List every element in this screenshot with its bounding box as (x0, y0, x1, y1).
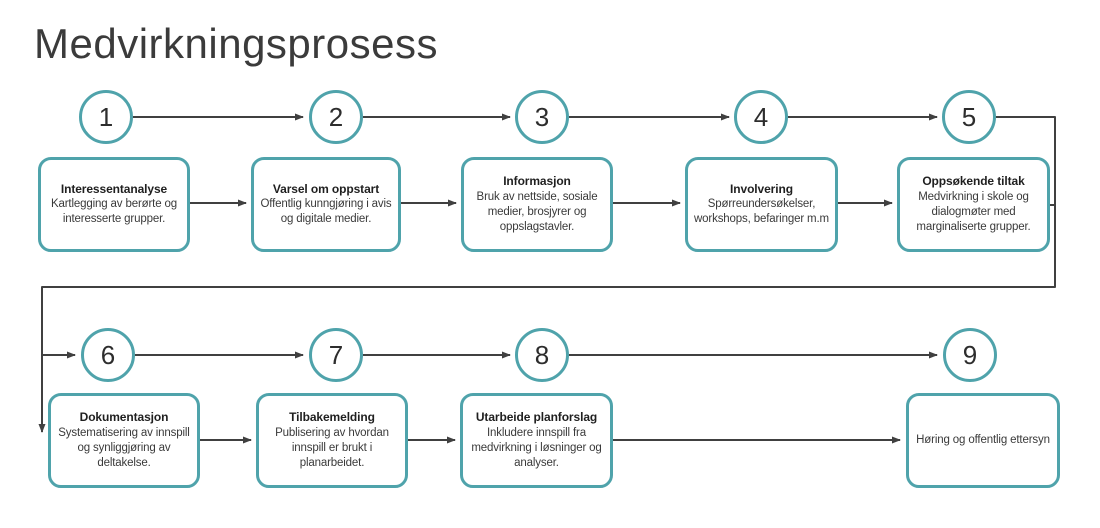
step-number: 8 (534, 339, 550, 370)
step-body: Medvirkning i skole og dialogmøter med m… (916, 190, 1031, 233)
step-number: 6 (100, 339, 116, 370)
step-circle-5: 5 (942, 90, 996, 144)
step-card-8: Utarbeide planforslag Inkludere innspill… (460, 393, 613, 488)
step-body: Kartlegging av berørte og interesserte g… (50, 198, 178, 226)
page-title: Medvirkningsprosess (34, 20, 438, 67)
step-body: Inkludere innspill fra medvirkning i løs… (471, 426, 602, 469)
step-circle-2: 2 (309, 90, 363, 144)
step-number: 9 (962, 339, 978, 370)
step-body: Offentlig kunngjøring i avis og digitale… (260, 198, 392, 226)
step-number: 7 (328, 339, 344, 370)
step-title: Informasjon (503, 174, 571, 189)
step-title: Varsel om oppstart (272, 181, 380, 196)
step-body: Systematisering av innspill og synliggjø… (58, 426, 190, 469)
step-card-1: Interessentanalyse Kartlegging av berørt… (38, 157, 190, 252)
step-number: 3 (534, 101, 550, 132)
step-title: Tilbakemelding (289, 410, 375, 425)
step-circle-1: 1 (79, 90, 133, 144)
step-body: Publisering av hvordan innspill er brukt… (275, 426, 389, 469)
step-card-2: Varsel om oppstart Offentlig kunngjøring… (251, 157, 401, 252)
step-circle-3: 3 (515, 90, 569, 144)
step-circle-7: 7 (309, 328, 363, 382)
step-title: Oppsøkende tiltak (922, 174, 1025, 189)
step-circle-6: 6 (81, 328, 135, 382)
step-number: 1 (98, 101, 114, 132)
step-body: Høring og offentlig ettersyn (916, 434, 1050, 447)
step-title: Dokumentasjon (79, 410, 169, 425)
step-title: Utarbeide planforslag (475, 410, 598, 425)
step-card-6: Dokumentasjon Systematisering av innspil… (48, 393, 200, 488)
step-card-9: Høring og offentlig ettersyn (906, 393, 1060, 488)
step-circle-8: 8 (515, 328, 569, 382)
connector-wraparound (38, 116, 1056, 433)
step-number: 5 (961, 101, 977, 132)
step-card-4: Involvering Spørreundersøkelser, worksho… (685, 157, 838, 252)
step-number: 2 (328, 101, 344, 132)
step-circle-9: 9 (943, 328, 997, 382)
step-title: Involvering (730, 181, 793, 196)
step-body: Bruk av nettside, sosiale medier, brosjy… (476, 190, 598, 233)
step-title: Interessentanalyse (60, 181, 168, 196)
step-number: 4 (753, 101, 769, 132)
step-card-3: Informasjon Bruk av nettside, sosiale me… (461, 157, 613, 252)
step-body: Spørreundersøkelser, workshops, befaring… (694, 198, 829, 226)
step-card-5: Oppsøkende tiltak Medvirkning i skole og… (897, 157, 1050, 252)
step-card-7: Tilbakemelding Publisering av hvordan in… (256, 393, 408, 488)
step-circle-4: 4 (734, 90, 788, 144)
